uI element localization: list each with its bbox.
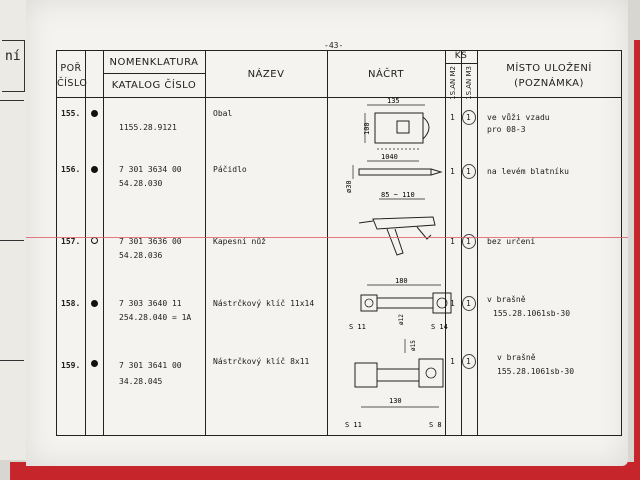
- dimension-label: 1040: [381, 153, 398, 161]
- row-number: 157.: [61, 237, 81, 246]
- qty: 1: [450, 167, 455, 176]
- catalog-number: 7 301 3634 00: [119, 165, 182, 174]
- left-page-edge: ní: [0, 0, 29, 460]
- row-number: 158.: [61, 299, 81, 308]
- storage-note: ve vůži vzadu: [487, 113, 550, 122]
- page-number: -43-: [324, 41, 344, 50]
- sketch-socket-wrench-8x11: ø15 130 S 11 S 8: [345, 339, 444, 429]
- part-name: Páčidlo: [213, 165, 247, 174]
- dimension-label: 135: [387, 97, 400, 105]
- header-ks-sub2: 1S.AN M3: [465, 66, 473, 100]
- left-page-rule: [0, 360, 24, 361]
- row-number: 155.: [61, 109, 81, 118]
- part-name: Obal: [213, 109, 233, 118]
- storage-note: 155.28.1061sb-30: [497, 367, 575, 376]
- header-ks: KS: [454, 51, 468, 61]
- sketch-socket-wrench-11x14: 180 S 11 S 14 ø12: [349, 277, 452, 331]
- row-marker: [91, 360, 98, 367]
- pen-circle-mark: [462, 354, 476, 369]
- dimension-label: 100: [363, 122, 371, 135]
- dimension-label: S 11: [345, 421, 362, 429]
- header-nazev: NÁZEV: [247, 69, 285, 80]
- left-page-rule: [0, 240, 24, 241]
- catalog-number: 7 301 3641 00: [119, 361, 182, 370]
- qty: 1: [450, 299, 455, 308]
- catalog-number: 34.28.045: [119, 377, 163, 386]
- part-name: Kapesní nůž: [213, 237, 266, 246]
- row-marker: [91, 300, 98, 307]
- dimension-label: 130: [389, 397, 402, 405]
- catalog-number: 7 303 3640 11: [119, 299, 182, 308]
- dimension-label: S 11: [349, 323, 366, 331]
- dimension-label: 85 ~ 110: [381, 191, 415, 199]
- header-katalog: KATALOG ČÍSLO: [111, 80, 197, 91]
- pen-circle-mark: [462, 110, 476, 125]
- header-misto: MÍSTO ULOŽENÍ(POZNÁMKA): [506, 63, 592, 89]
- dimension-label: 180: [395, 277, 408, 285]
- storage-note: bez určení: [487, 237, 536, 246]
- pen-circle-mark: [462, 164, 476, 179]
- header-nomenklatura: NOMENKLATURA: [109, 57, 199, 68]
- binder-red-edge: [10, 462, 640, 480]
- qty: 1: [450, 357, 455, 366]
- sketch-pocket-knife: 85 ~ 110: [358, 191, 436, 256]
- storage-note: pro 08-3: [487, 125, 526, 134]
- header-ks-sub1: 1S.AN M2: [449, 66, 457, 100]
- pen-circle-mark: [462, 296, 476, 311]
- dimension-label: S 14: [431, 323, 448, 331]
- storage-note: v brašně: [487, 295, 526, 304]
- row-number: 159.: [61, 361, 81, 370]
- red-pen-line: [26, 237, 628, 238]
- catalog-number: 54.28.036: [119, 251, 163, 260]
- storage-note: v brašně: [497, 353, 536, 362]
- pen-circle-mark: [462, 234, 476, 249]
- part-name: Nástrčkový klíč 11x14: [213, 299, 315, 308]
- storage-note: 155.28.1061sb-30: [493, 309, 571, 318]
- left-page-rule: [0, 100, 24, 101]
- left-page-fragment: ní: [2, 40, 25, 92]
- catalog-number: 54.28.030: [119, 179, 163, 188]
- storage-note: na levém blatníku: [487, 167, 569, 176]
- part-name: Nástrčkový klíč 8x11: [213, 357, 310, 366]
- dimension-label: ø15: [410, 340, 417, 351]
- catalog-number: 1155.28.9121: [119, 123, 177, 132]
- dimension-label: ø12: [398, 314, 405, 325]
- qty: 1: [450, 113, 455, 122]
- dimension-label: ø30: [345, 180, 353, 193]
- row-marker: [91, 166, 98, 173]
- catalog-number: 7 301 3636 00: [119, 237, 182, 246]
- catalog-number: 254.28.040 = 1A: [119, 313, 192, 322]
- qty: 1: [450, 237, 455, 246]
- dimension-label: S 8: [429, 421, 442, 429]
- header-nacrt: NÁČRT: [368, 69, 404, 80]
- sketch-lever: 1040 ø30: [345, 153, 443, 193]
- binder-red-edge-right: [634, 40, 640, 480]
- sketch-cover: 135 100: [363, 97, 430, 150]
- row-number: 156.: [61, 165, 81, 174]
- row-marker: [91, 110, 98, 117]
- row-marker: [91, 237, 98, 244]
